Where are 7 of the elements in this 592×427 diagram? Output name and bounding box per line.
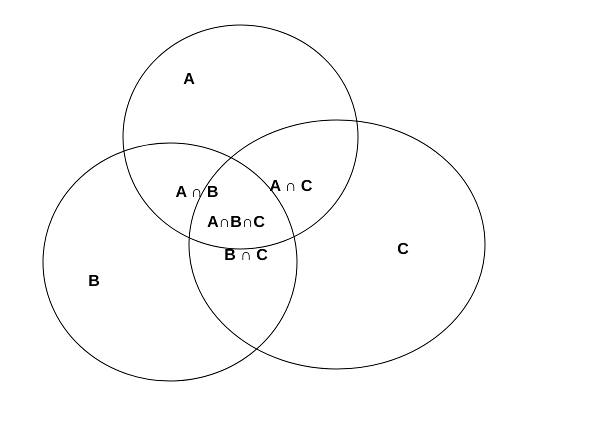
set-label: A <box>183 72 195 88</box>
intersection-label: A∩B∩C <box>207 215 265 231</box>
intersection-label: A ∩ B <box>176 185 218 201</box>
intersection-label: B ∩ C <box>224 248 268 264</box>
set-label: B <box>88 274 100 290</box>
intersection-label: A ∩ C <box>270 179 312 195</box>
set-label: C <box>397 242 409 258</box>
